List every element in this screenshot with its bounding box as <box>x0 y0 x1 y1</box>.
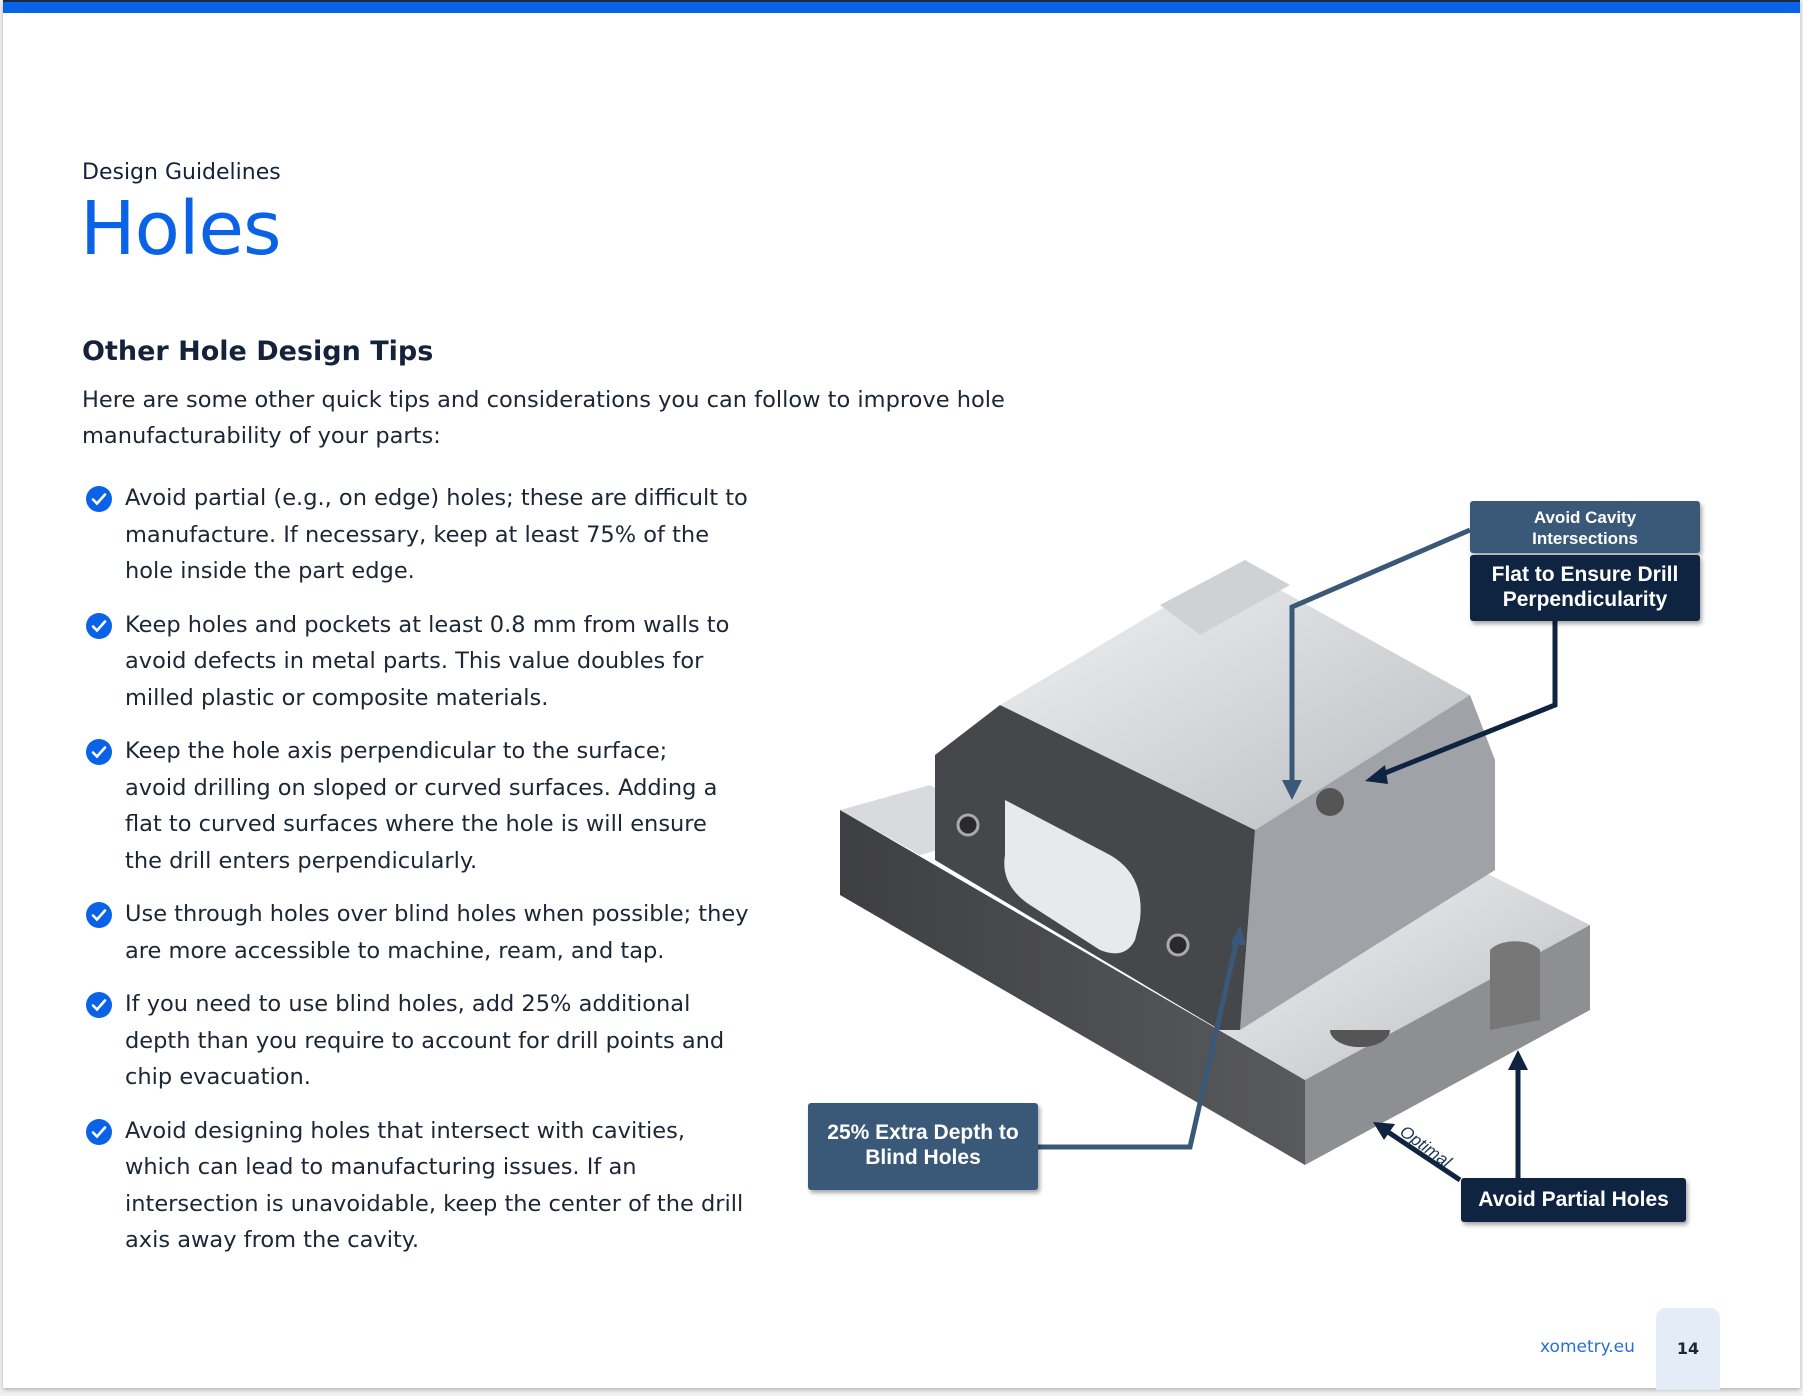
check-icon <box>86 612 112 639</box>
intro-paragraph: Here are some other quick tips and consi… <box>82 387 1005 449</box>
top-accent-bar <box>3 0 1800 13</box>
section-eyebrow: Design Guidelines <box>82 160 281 185</box>
tip-text: Keep the hole axis perpendicular to the … <box>125 738 718 874</box>
check-icon <box>86 486 112 512</box>
tip-item: If you need to use blind holes, add 25% … <box>82 986 752 1096</box>
tip-item: Keep holes and pockets at least 0.8 mm f… <box>82 607 752 717</box>
check-icon <box>86 739 112 765</box>
tip-item: Use through holes over blind holes when … <box>82 896 752 969</box>
callout-flat-drill: Flat to Ensure Drill Perpendicularity <box>1470 555 1700 621</box>
tip-item: Avoid partial (e.g., on edge) holes; the… <box>82 480 752 590</box>
tip-item: Keep the hole axis perpendicular to the … <box>82 733 752 879</box>
check-icon <box>86 902 112 928</box>
tip-text: Avoid partial (e.g., on edge) holes; the… <box>125 485 748 584</box>
check-icon <box>86 992 112 1018</box>
tip-text: If you need to use blind holes, add 25% … <box>125 991 725 1090</box>
page-title: Holes <box>80 186 282 272</box>
tip-text: Use through holes over blind holes when … <box>125 901 749 964</box>
section-heading: Other Hole Design Tips <box>82 336 434 367</box>
page-number: 14 <box>1656 1308 1720 1390</box>
check-icon <box>86 1118 112 1145</box>
tip-text: Keep holes and pockets at least 0.8 mm f… <box>125 611 730 711</box>
tip-item: Avoid designing holes that intersect wit… <box>82 1113 752 1259</box>
footer-website-link[interactable]: xometry.eu <box>1540 1337 1635 1357</box>
callout-partial-holes: Avoid Partial Holes <box>1461 1178 1686 1222</box>
tips-list: Avoid partial (e.g., on edge) holes; the… <box>82 480 752 1276</box>
callout-extra-depth: 25% Extra Depth to Blind Holes <box>808 1103 1038 1190</box>
callout-avoid-cavity: Avoid Cavity Intersections <box>1470 501 1700 553</box>
tip-text: Avoid designing holes that intersect wit… <box>125 1117 744 1254</box>
